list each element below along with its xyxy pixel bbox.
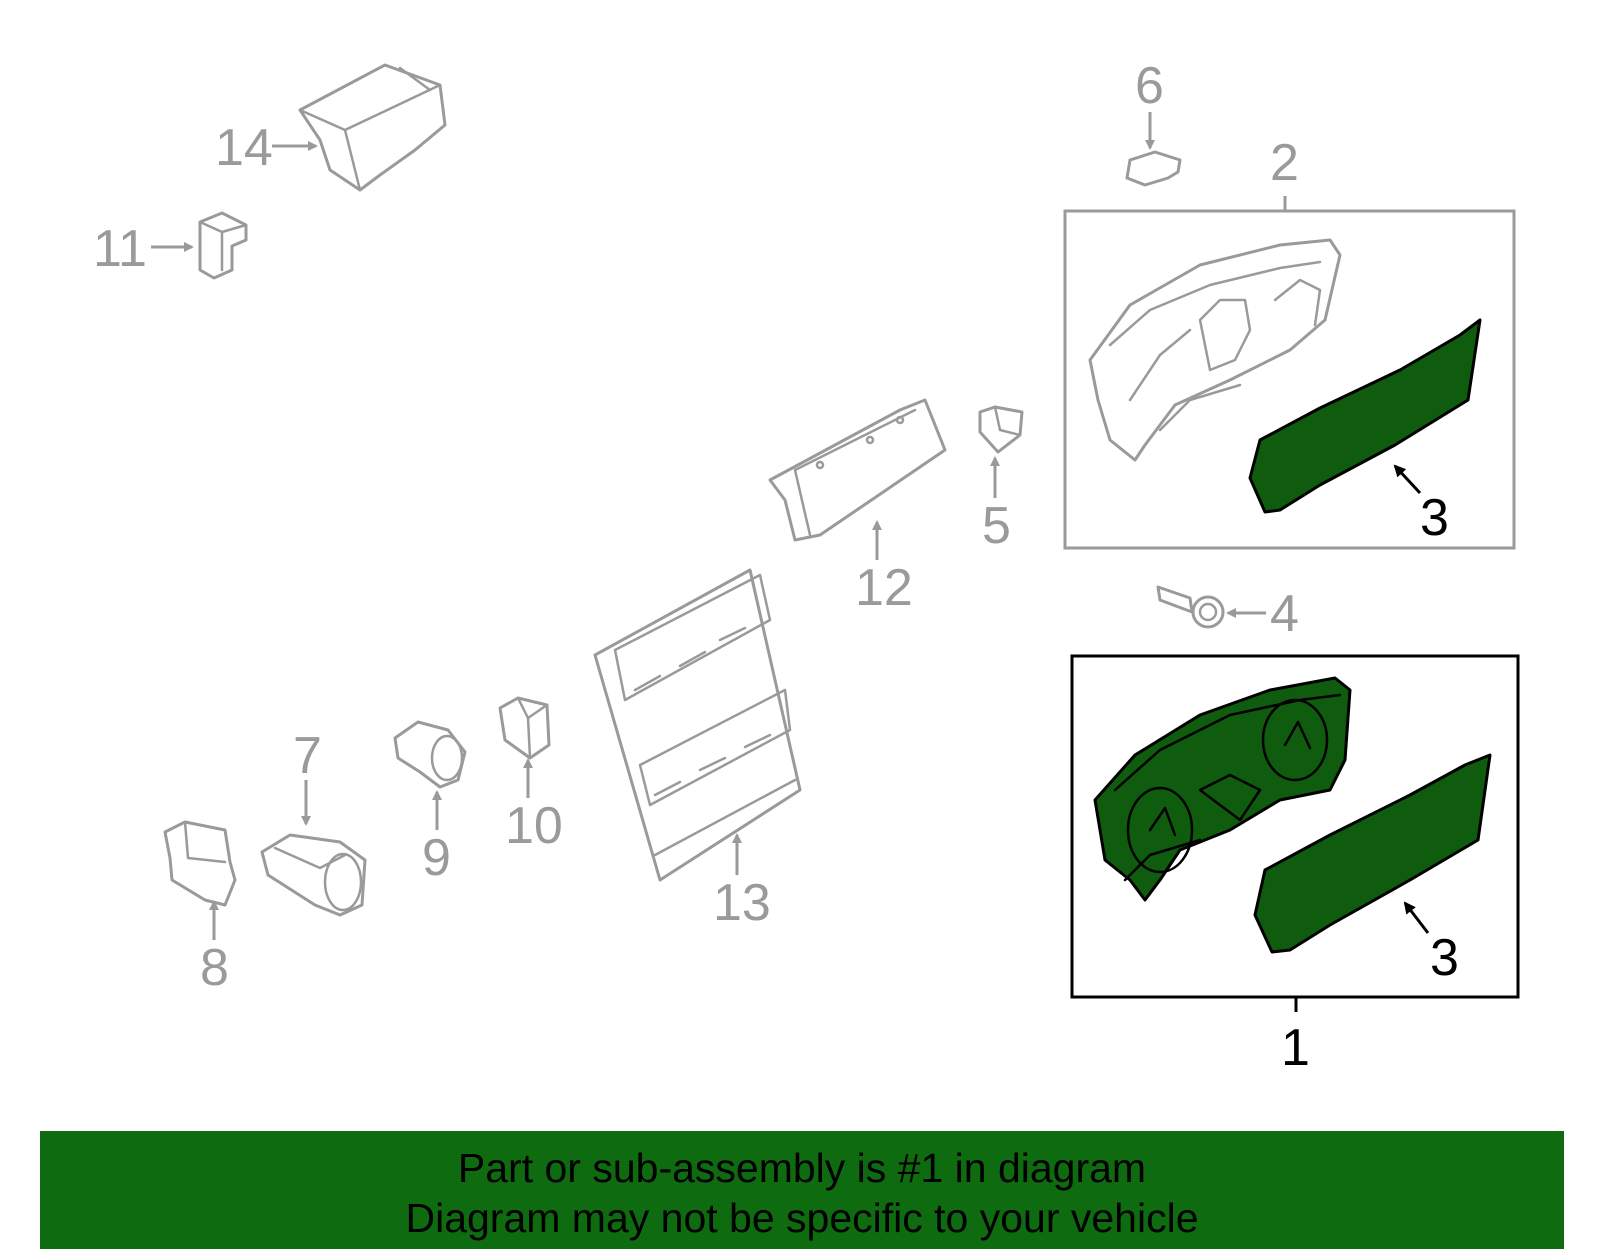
callout-1: 1 [1281,1019,1310,1077]
callout-13: 13 [713,874,771,932]
callout-8: 8 [200,939,229,997]
callout-4: 4 [1270,585,1299,643]
callout-14: 14 [215,119,273,177]
part-10 [498,696,551,760]
callout-12: 12 [855,559,913,617]
part-12 [768,398,947,542]
cluster-housing-outline [1088,238,1342,462]
callout-9: 9 [422,829,451,887]
part-4 [1156,585,1225,629]
callout-5: 5 [982,497,1011,555]
callout-3-bottom: 3 [1430,929,1459,987]
assembly-box-2 [1063,209,1516,550]
banner-line-1: Part or sub-assembly is #1 in diagram [457,1145,1147,1191]
callout-2: 2 [1270,134,1299,192]
notice-banner: Part or sub-assembly is #1 in diagram Di… [40,1131,1564,1249]
callout-7: 7 [293,727,322,785]
leader-3-top [1393,464,1422,495]
instrument-cluster-assembly [1093,676,1352,902]
part-11 [198,211,248,280]
part-5 [978,405,1024,454]
callout-10: 10 [505,797,563,855]
banner-line-2: Diagram may not be specific to your vehi… [405,1195,1199,1241]
leader-3-bottom [1403,901,1430,934]
part-14 [298,63,447,192]
callout-6: 6 [1135,57,1164,115]
part-6 [1125,150,1182,187]
part-13 [593,568,802,882]
part-8 [163,820,237,907]
lens-3-bottom [1253,753,1492,954]
part-9 [393,720,467,789]
part-7 [260,833,367,917]
callout-11: 11 [93,220,147,278]
callout-3-top: 3 [1420,489,1449,547]
lens-3-top [1248,318,1482,514]
